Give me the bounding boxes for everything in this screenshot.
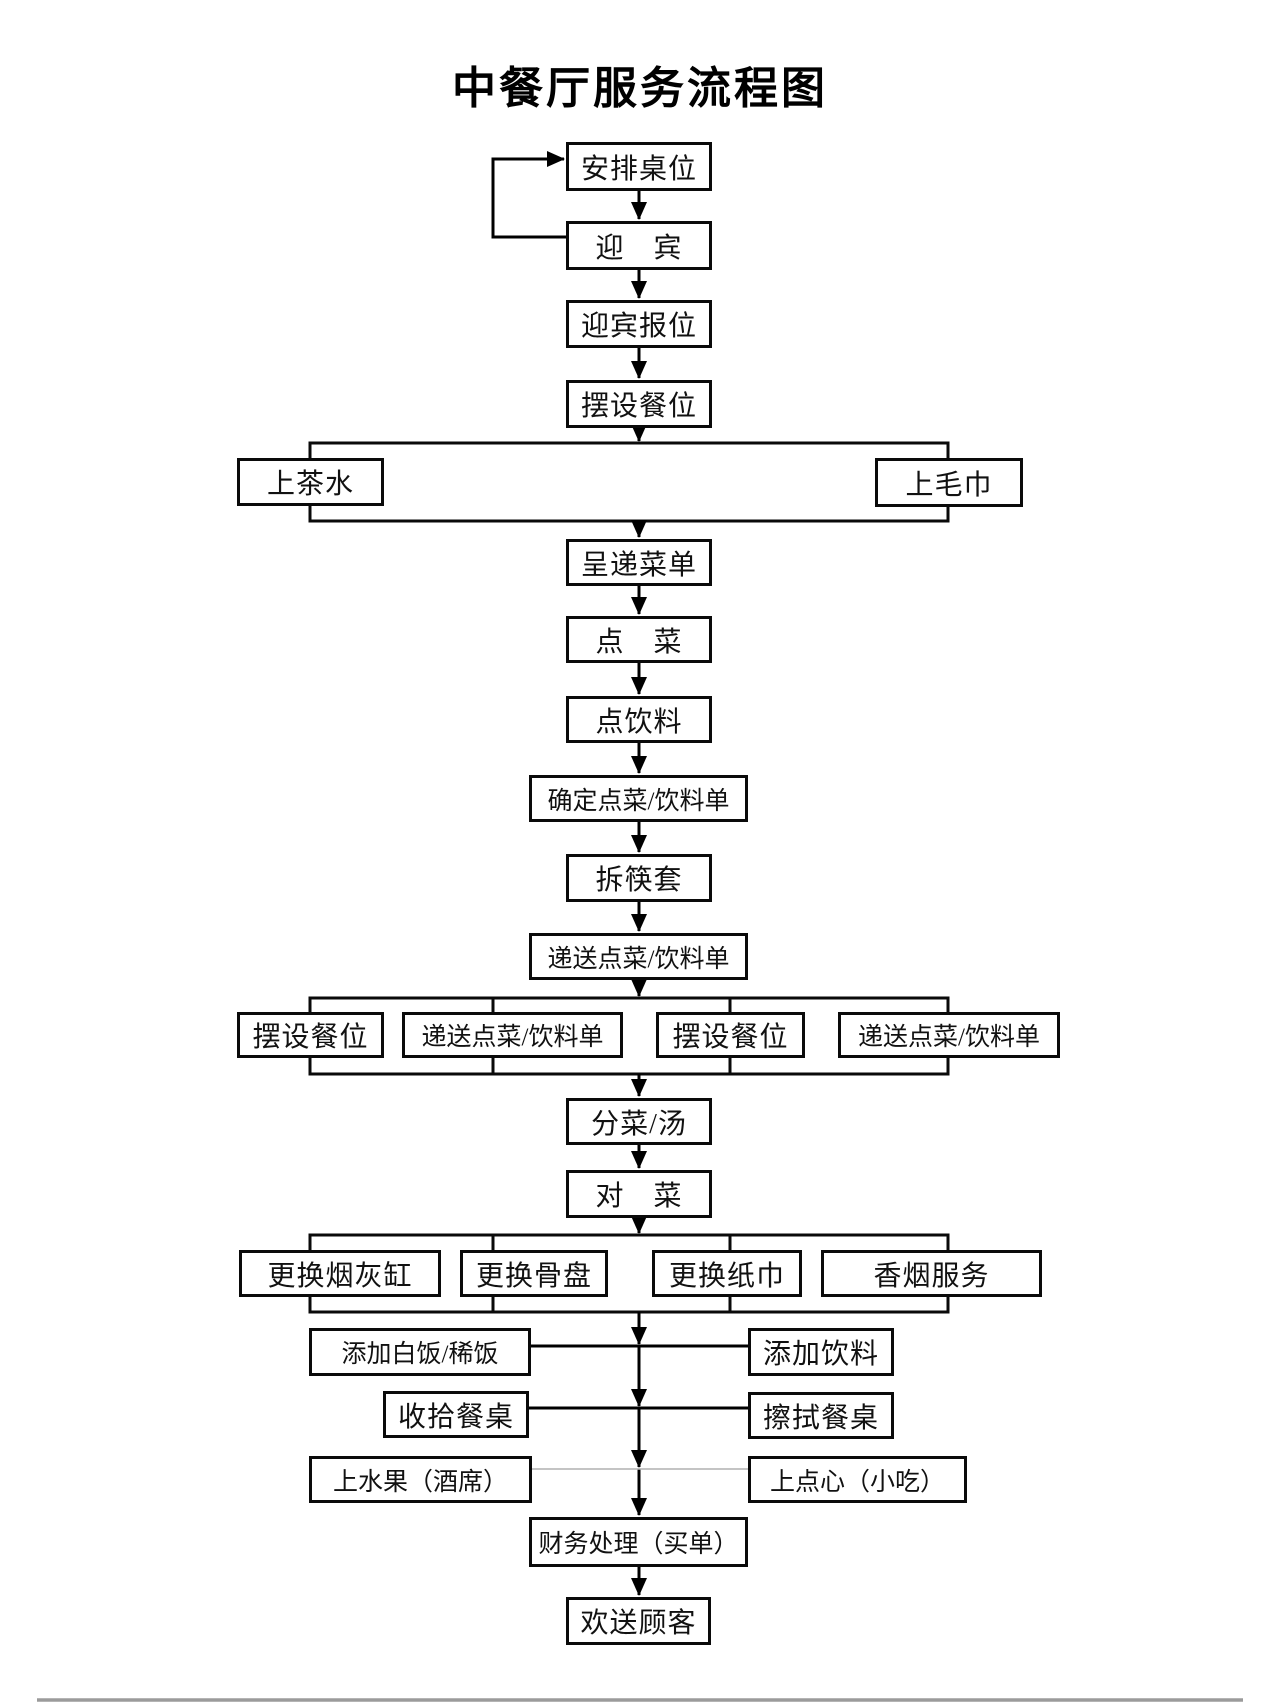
node-check-dishes: 对 菜 <box>566 1170 712 1218</box>
node-order-dishes: 点 菜 <box>566 616 712 663</box>
node-farewell: 欢送顾客 <box>566 1597 711 1645</box>
loop-back-arrow <box>491 151 566 239</box>
node-billing: 财务处理（买单） <box>529 1517 748 1567</box>
node-serve-towel: 上毛巾 <box>875 458 1023 507</box>
node-greet-guest: 迎 宾 <box>566 221 712 270</box>
node-divide-dishes: 分菜/汤 <box>566 1098 712 1145</box>
node-add-drinks: 添加饮料 <box>748 1328 894 1376</box>
node-add-rice: 添加白饭/稀饭 <box>309 1328 531 1376</box>
node-serve-dessert: 上点心（小吃） <box>748 1456 967 1503</box>
node-order-drinks: 点饮料 <box>566 696 712 743</box>
node-clear-table: 收拾餐桌 <box>383 1391 529 1438</box>
node-confirm-order: 确定点菜/饮料单 <box>529 775 748 822</box>
node-row2-set-table-1: 摆设餐位 <box>237 1012 384 1058</box>
node-wipe-table: 擦拭餐桌 <box>748 1392 894 1439</box>
node-serve-fruit: 上水果（酒席） <box>309 1456 532 1503</box>
node-present-menu: 呈递菜单 <box>566 539 712 586</box>
node-change-bone-plate: 更换骨盘 <box>460 1250 608 1297</box>
node-row2-set-table-2: 摆设餐位 <box>656 1012 805 1058</box>
node-change-ashtray: 更换烟灰缸 <box>239 1250 441 1297</box>
page-title: 中餐厅服务流程图 <box>452 64 828 113</box>
node-open-chopsticks: 拆筷套 <box>566 854 712 902</box>
node-cigarette-service: 香烟服务 <box>821 1250 1042 1297</box>
node-change-napkin: 更换纸巾 <box>652 1250 802 1297</box>
pair-connectors <box>529 1344 748 1470</box>
frame-ticks <box>491 998 732 1312</box>
node-row2-deliver-1: 递送点菜/饮料单 <box>402 1012 623 1058</box>
frame-tea-towel <box>308 441 950 523</box>
node-set-table: 摆设餐位 <box>566 380 712 428</box>
node-serve-tea: 上茶水 <box>237 458 384 506</box>
node-row2-deliver-2: 递送点菜/饮料单 <box>838 1012 1060 1058</box>
node-arrange-table: 安排桌位 <box>566 142 712 191</box>
node-greet-report: 迎宾报位 <box>566 300 712 348</box>
node-deliver-order: 递送点菜/饮料单 <box>529 933 748 980</box>
